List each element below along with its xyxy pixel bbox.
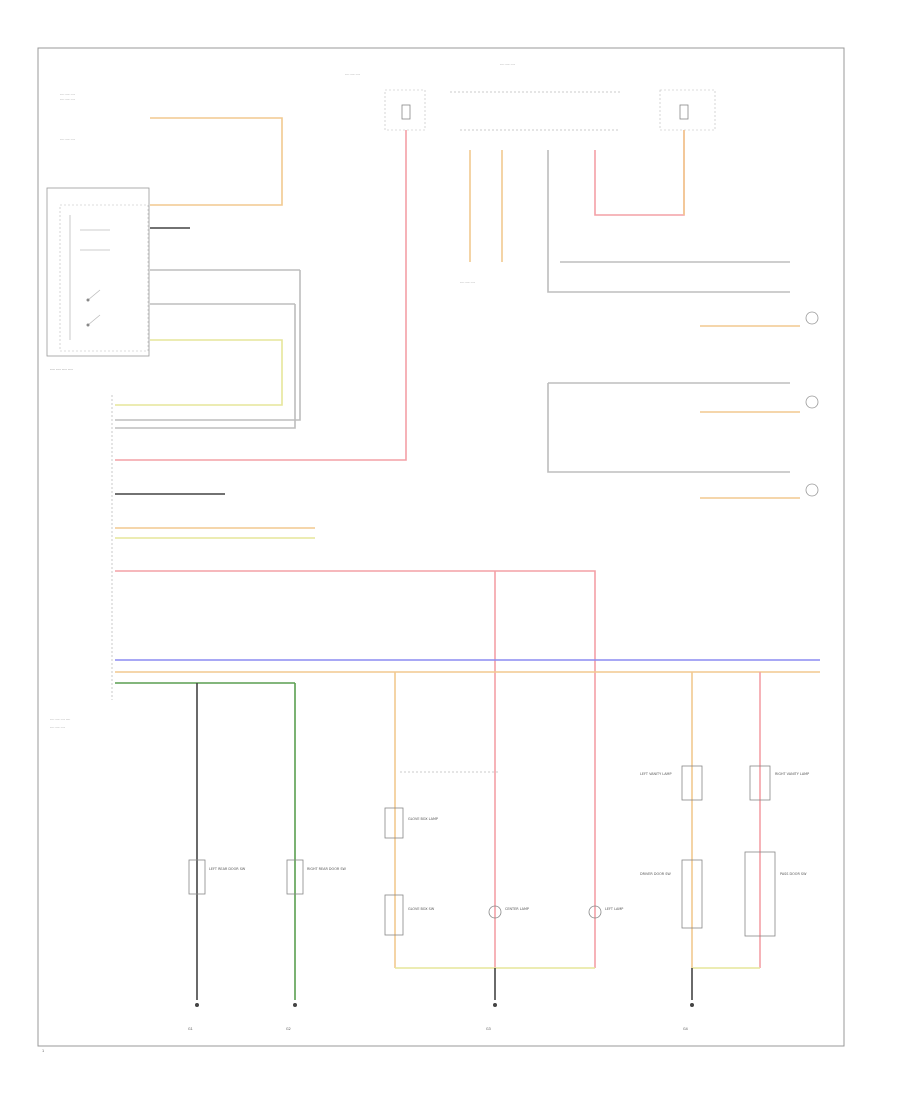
switch-pivot-1 [86,298,90,302]
fuse-box-right [659,89,716,131]
module-caption: ---- ---- ---- ---- [50,367,74,371]
label-glove-box: GLOVE BOX LAMP [408,817,438,821]
fuse-left [401,104,411,120]
label-lower-module: ---- ---- ---- ---- [50,717,70,721]
wire-fuse-red-main [115,130,407,461]
label-lower-module-2: ---- ---- ---- [50,725,65,729]
fuse-block-far-right [659,89,716,131]
label-ground-3: G3 [486,1027,491,1031]
wire-module-gray-4 [115,304,296,429]
ground-2-icon [293,1003,297,1007]
wire-module-gray-3 [115,270,301,421]
fuse-right [679,104,689,120]
switch-module-box [46,187,150,357]
label-top-left: ---- ---- ---- [60,92,75,96]
fuse-left-label: ---- ---- ---- [345,72,360,76]
label-center-lamp: CENTER LAMP [505,907,529,911]
wire-gray-right-1 [547,150,790,293]
pass-door-sw [744,851,776,937]
label-ground-4: G4 [683,1027,688,1031]
ground-3-icon [493,1003,497,1007]
label-ground-1: G1 [188,1027,193,1031]
label-left-vanity: LEFT VANITY LAMP [640,772,672,776]
left-rear-door-sw [188,859,206,895]
diagram-frame [37,47,845,1047]
label-right-vanity: RIGHT VANITY LAMP [775,772,809,776]
footer-page-mark: 1 [42,1049,44,1053]
ground-1-icon [195,1003,199,1007]
left-lamp-icon [588,905,602,919]
switch-pivot-2 [86,323,90,327]
wire-module-yellow [115,339,283,406]
lamp-3-icon [805,483,819,497]
fuse-right-label: ---- ---- ---- [500,62,515,66]
lamp-2-icon [805,395,819,409]
wire-red-mid [115,570,596,968]
label-pass-door: PASS DOOR SW [780,872,807,876]
wire-gray-right-3 [547,383,790,473]
wire-top-feed [150,117,283,206]
label-connector-center: ---- ---- ---- [460,280,475,284]
glove-box-lamp [384,807,404,839]
right-vanity-lamp [749,765,771,801]
label-driver-door: DRIVER DOOR SW [640,872,671,876]
lamp-1-icon [805,311,819,325]
label-top-left-3: ---- ---- ---- [60,137,75,141]
label-glove-sw: GLOVE BOX SW [408,907,435,911]
label-top-left-2: ---- ---- ---- [60,97,75,101]
label-right-rear-door: RIGHT REAR DOOR SW [307,867,346,871]
fuse-block-right: ---- ---- ---- [450,62,620,131]
glove-box-sw [384,894,404,936]
fuse-box-left [384,89,426,131]
wire-red-orange-right [594,130,685,216]
label-left-lamp: LEFT LAMP [605,907,623,911]
label-left-rear-door: LEFT REAR DOOR SW [209,867,246,871]
top-left-module: ---- ---- ---- ---- [46,187,150,371]
driver-door-sw [681,859,703,929]
fuse-block-left: ---- ---- ---- [345,72,426,131]
left-vanity-lamp [681,765,703,801]
right-rear-door-sw [286,859,304,895]
center-lamp-icon [488,905,502,919]
ground-4-icon [690,1003,694,1007]
right-lamp-group [700,311,819,499]
label-ground-2: G2 [286,1027,291,1031]
switch-module-inner [59,204,149,352]
